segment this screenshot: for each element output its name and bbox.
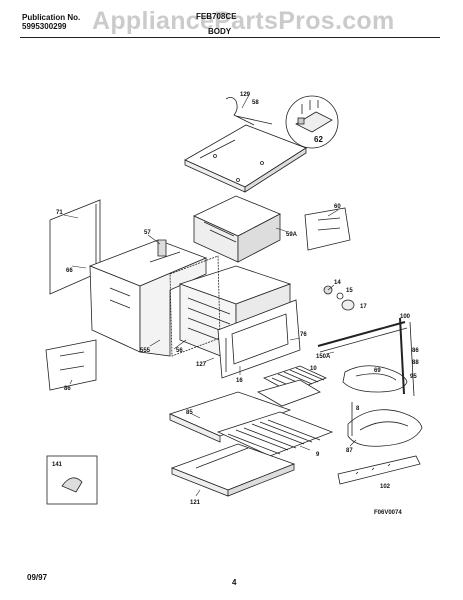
callout-57: 57: [144, 230, 151, 236]
callout-121: 121: [190, 500, 201, 506]
callout-555: 555: [140, 348, 151, 354]
inset-detail-141: [46, 455, 98, 505]
callout-88: 88: [412, 360, 419, 366]
callout-14: 14: [334, 280, 341, 286]
callout-87: 87: [346, 448, 353, 454]
callout-129: 129: [240, 92, 251, 98]
callout-15: 15: [346, 288, 353, 294]
publication-number: 5995300299: [22, 22, 67, 31]
header-rule: [20, 37, 440, 38]
top-cover-panel: [184, 97, 307, 193]
callout-17: 17: [360, 304, 367, 310]
rear-bracket: [304, 207, 351, 251]
callout-60: 60: [334, 204, 341, 210]
figure-code: F06V0074: [374, 510, 402, 516]
callout-71: 71: [56, 210, 63, 216]
footer-date: 09/97: [27, 573, 48, 582]
callout-16: 16: [236, 378, 243, 384]
lower-rack: [216, 411, 334, 457]
rack-support: [317, 321, 408, 353]
callout-labels: 129 58 62 71 57 66 59A 60 14 15 17 100 5…: [52, 92, 419, 516]
callout-141: 141: [52, 462, 63, 468]
callout-66: 66: [66, 268, 73, 274]
callout-62: 62: [314, 135, 323, 144]
callout-86-right: 86: [412, 348, 419, 354]
callout-8: 8: [356, 406, 360, 412]
leader-lines: [63, 94, 357, 497]
callout-59a: 59A: [286, 232, 298, 238]
oven-floor-panel: [168, 391, 292, 443]
callout-150a: 150A: [316, 354, 331, 360]
callout-95: 95: [410, 374, 417, 380]
callout-86-left: 86: [64, 386, 71, 392]
model-number: FEB708CE: [196, 12, 237, 21]
front-frame: [217, 299, 301, 379]
callout-56: 56: [176, 348, 183, 354]
upper-insulation-box: [193, 195, 281, 263]
callout-76: 76: [300, 332, 307, 338]
left-side-panel: [49, 199, 101, 295]
bake-element: [342, 317, 415, 397]
upper-rack: [256, 365, 328, 407]
callout-127: 127: [196, 362, 207, 368]
callout-85: 85: [186, 410, 193, 416]
trim-strip: [337, 455, 421, 485]
callout-10: 10: [310, 366, 317, 372]
bracket-66: [45, 339, 97, 391]
callout-102: 102: [380, 484, 391, 490]
callout-100: 100: [400, 314, 411, 320]
watermark-text: AppliancePartsPros.com: [92, 7, 395, 35]
callout-58: 58: [252, 100, 259, 106]
callout-69: 69: [374, 368, 381, 374]
detail-bubble-62: [285, 95, 339, 149]
callout-9: 9: [316, 452, 320, 458]
section-title: BODY: [208, 27, 232, 36]
publication-label: Publication No.: [22, 13, 81, 22]
footer-page-number: 4: [232, 578, 237, 587]
broil-element: [347, 402, 423, 447]
bottom-tray: [170, 443, 296, 497]
